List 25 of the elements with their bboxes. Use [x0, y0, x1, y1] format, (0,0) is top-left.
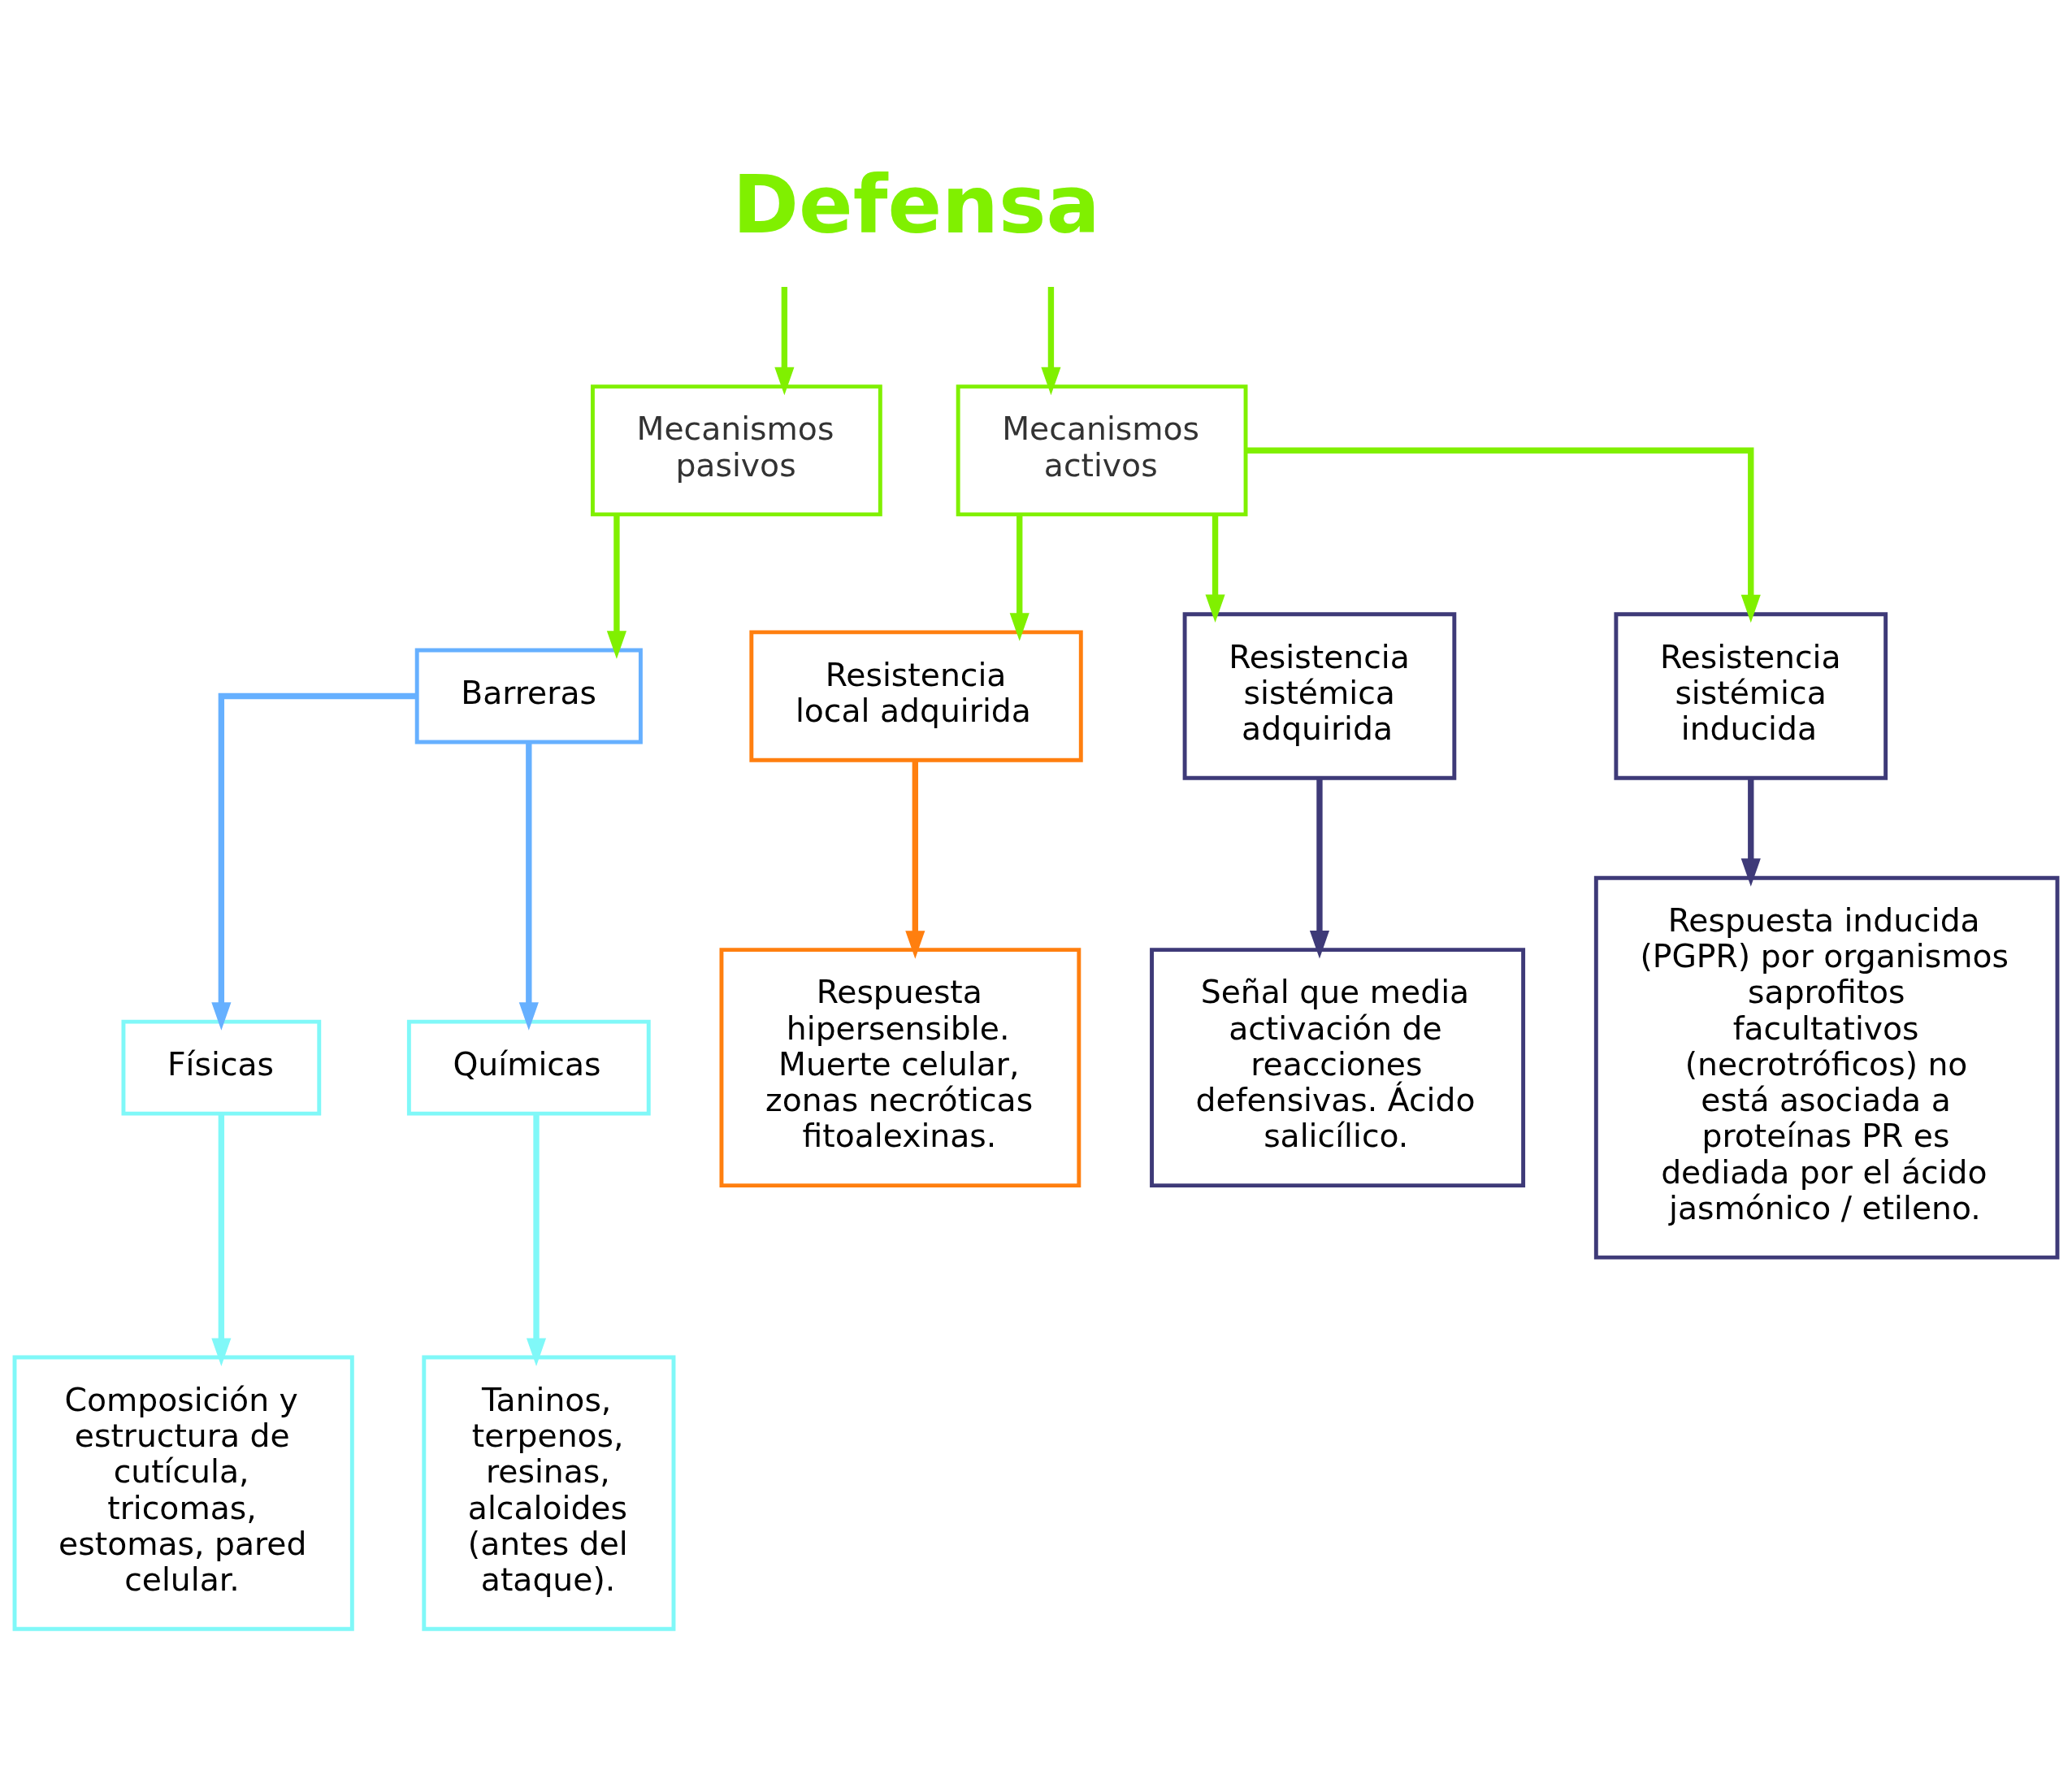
- node-box: Mecanismos activos: [956, 384, 1248, 516]
- arrow: [1246, 447, 1761, 623]
- arrow: [1740, 778, 1761, 887]
- node-box: Composición y estructura de cutícula, tricomas, estomas, pared celular.: [12, 1355, 354, 1631]
- node-box: Respuesta inducida (PGPR) por organismos saprofitos facultativos (necrotróficos) no está asociada a proteínas PR es dediada por el ácido jasmónico / etileno.: [1593, 875, 2060, 1260]
- arrow: [1205, 514, 1225, 623]
- node-box: Taninos, terpenos, resinas, alcaloides (antes del ataque).: [422, 1355, 676, 1631]
- node-text: Defensa: [732, 158, 1100, 251]
- node-box: Resistencia sistémica inducida: [1614, 611, 1888, 780]
- node-box: Resistencia local adquirida: [749, 629, 1083, 762]
- node-box: Mecanismos pasivos: [591, 384, 882, 516]
- arrow: [518, 742, 539, 1031]
- arrow: [606, 514, 626, 659]
- node-box: Barreras: [414, 648, 643, 744]
- node-box: Señal que media activación de reacciones defensivas. Ácido salicílico.: [1150, 947, 1526, 1187]
- node-box: Físicas: [121, 1019, 322, 1116]
- arrow: [211, 692, 418, 1031]
- arrow: [526, 1113, 547, 1366]
- node-box: Resistencia sistémica adquirida: [1182, 611, 1457, 780]
- arrow: [1009, 514, 1029, 641]
- node-box: Respuesta hipersensible. Muerte celular, zonas necróticas fitoalexinas.: [719, 947, 1082, 1187]
- arrow: [211, 1113, 232, 1366]
- arrow: [1309, 778, 1330, 958]
- arrow: [905, 760, 925, 959]
- node-box: Químicas: [406, 1019, 651, 1116]
